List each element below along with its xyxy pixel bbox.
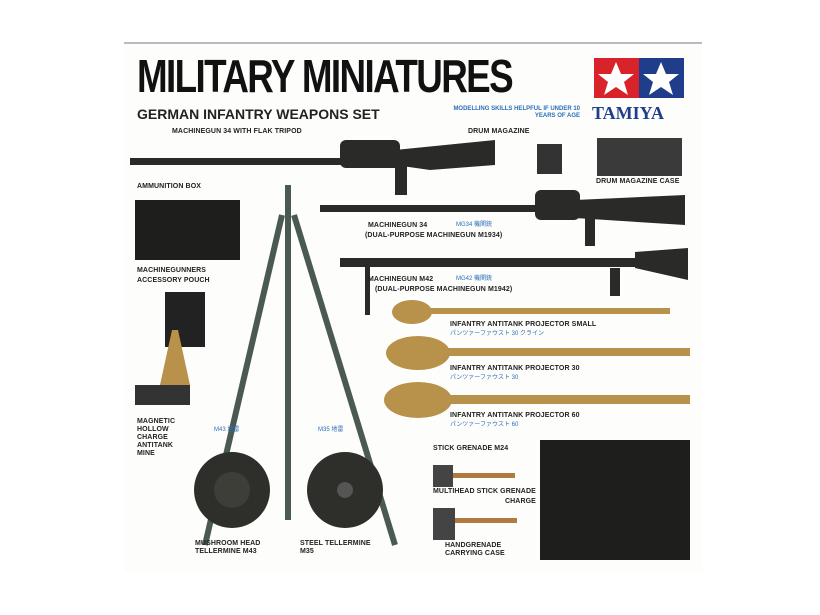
drum-magazine-case bbox=[597, 138, 682, 176]
label-m35: STEEL TELLERMINE M35 bbox=[300, 540, 371, 555]
magnetic-mine bbox=[160, 330, 190, 385]
label-multihead-1: MULTIHEAD STICK GRENADE bbox=[433, 488, 536, 495]
multihead-grenade bbox=[433, 508, 455, 540]
label-multihead-2: CHARGE bbox=[505, 498, 536, 505]
label-mg34-tripod: MACHINEGUN 34 WITH FLAK TRIPOD bbox=[172, 128, 302, 135]
label-grenade-case: HANDGRENADE CARRYING CASE bbox=[445, 542, 505, 557]
label-pouch-2: ACCESSORY POUCH bbox=[137, 277, 210, 284]
mg42-gun bbox=[340, 248, 688, 315]
mg34-gun bbox=[320, 190, 685, 246]
label-pf30: INFANTRY ANTITANK PROJECTOR 30 bbox=[450, 365, 580, 372]
panzerfaust-small bbox=[392, 300, 670, 324]
ammunition-box bbox=[135, 200, 240, 260]
label-m43: MUSHROOM HEAD TELLERMINE M43 bbox=[195, 540, 261, 555]
mg34-tripod-gun bbox=[130, 140, 495, 195]
label-pf60: INFANTRY ANTITANK PROJECTOR 60 bbox=[450, 412, 580, 419]
label-mg42: MACHINEGUN M42 bbox=[368, 276, 434, 283]
drum-magazine bbox=[537, 144, 562, 174]
label-pf60-jp: パンツァーファウスト 60 bbox=[450, 422, 519, 428]
tamiya-star-logo bbox=[594, 58, 684, 98]
label-magnetic-mine: MAGNETIC HOLLOW CHARGE ANTITANK MINE bbox=[137, 418, 176, 457]
label-mg34-desc: (DUAL-PURPOSE MACHINEGUN M1934) bbox=[365, 232, 503, 239]
label-m35-jp: M35 地雷 bbox=[318, 427, 344, 433]
label-drum-magazine: DRUM MAGAZINE bbox=[468, 128, 530, 135]
label-pf-small-jp: パンツァーファウスト 30 クライン bbox=[450, 331, 544, 337]
panzerfaust-60 bbox=[384, 382, 690, 418]
label-pf-small: INFANTRY ANTITANK PROJECTOR SMALL bbox=[450, 321, 597, 328]
label-mg34: MACHINEGUN 34 bbox=[368, 222, 428, 229]
label-m43-jp: M43 地雷 bbox=[214, 427, 240, 433]
label-pouch-1: MACHINEGUNNERS bbox=[137, 267, 207, 274]
label-mg42-desc: (DUAL-PURPOSE MACHINEGUN M1942) bbox=[375, 286, 513, 293]
brand-name: TAMIYA bbox=[592, 103, 665, 123]
grenade-case bbox=[540, 440, 690, 560]
panzerfaust-30 bbox=[386, 336, 690, 370]
label-mg42-jp: MG42 機関銃 bbox=[456, 276, 493, 282]
page-title: MILITARY MINIATURES bbox=[137, 50, 514, 102]
label-pf30-jp: パンツァーファウスト 30 bbox=[450, 375, 519, 381]
label-drum-magazine-case: DRUM MAGAZINE CASE bbox=[596, 178, 680, 185]
subtitle: GERMAN INFANTRY WEAPONS SET bbox=[137, 106, 380, 122]
stick-grenade bbox=[433, 465, 453, 487]
label-mg34-jp: MG34 機関銃 bbox=[456, 222, 493, 228]
label-ammo-box: AMMUNITION BOX bbox=[137, 183, 202, 190]
skills-note: MODELLING SKILLS HELPFUL IF UNDER 10 YEA… bbox=[453, 106, 580, 119]
label-stick-grenade: STICK GRENADE M24 bbox=[433, 445, 509, 452]
